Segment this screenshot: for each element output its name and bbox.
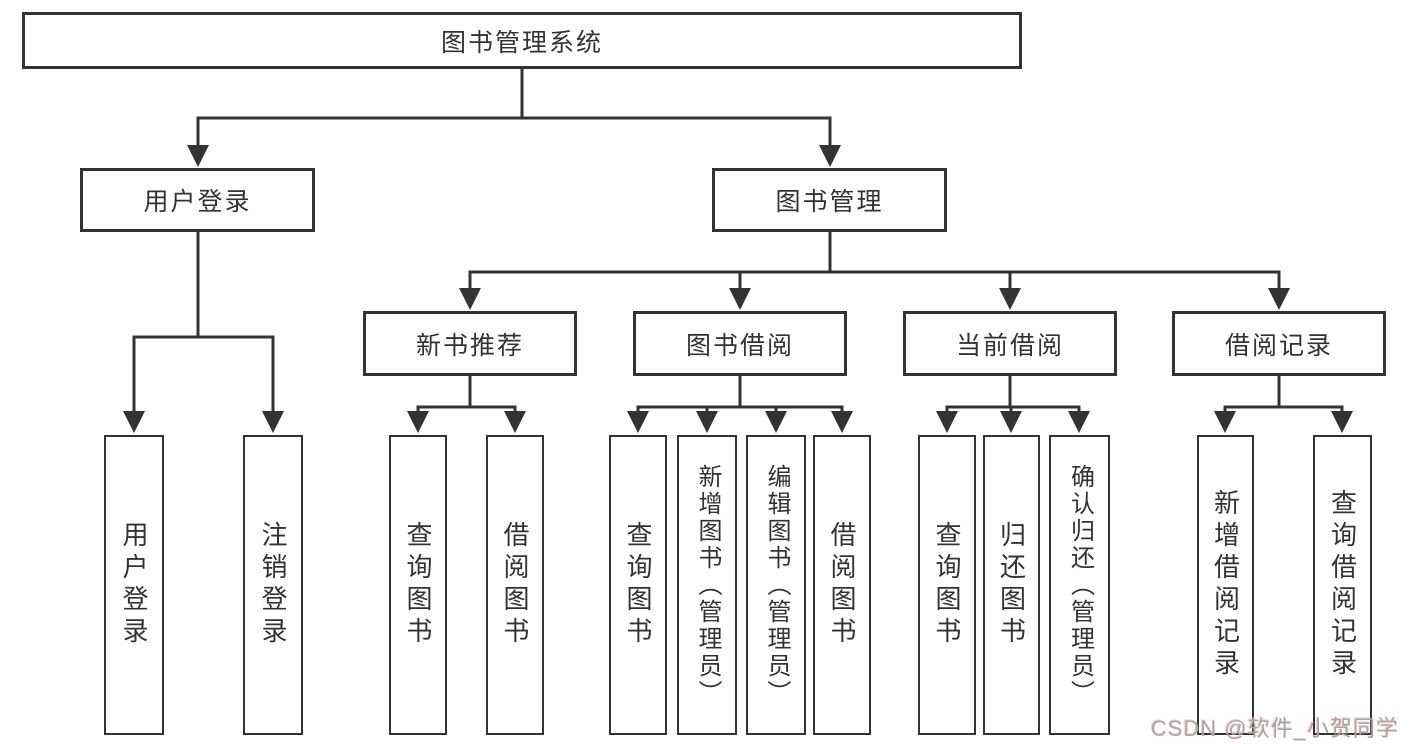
node-current-borrow: 当前借阅 xyxy=(903,311,1117,376)
arrowhead-down-icon xyxy=(459,288,481,310)
node-borrow-records: 借阅记录 xyxy=(1172,311,1386,376)
connector-current-borrow-to-leaves xyxy=(936,376,1090,433)
arrowhead-down-icon xyxy=(1000,411,1022,433)
arrowhead-down-icon xyxy=(123,411,145,433)
arrowhead-down-icon xyxy=(729,288,751,310)
node-new-book-recommend: 新书推荐 xyxy=(363,311,577,376)
node-root-library-system: 图书管理系统 xyxy=(22,12,1022,69)
leaf-confirm-return-admin: 确认归还（管理员） xyxy=(1049,435,1110,735)
leaf-logout: 注销登录 xyxy=(243,435,303,735)
arrowhead-down-icon xyxy=(407,411,429,433)
arrowhead-down-icon xyxy=(936,411,958,433)
arrowhead-down-icon xyxy=(999,288,1021,310)
leaf-borrow-books-1: 借阅图书 xyxy=(486,435,544,735)
arrowhead-down-icon xyxy=(504,411,526,433)
connector-book-borrow-to-leaves xyxy=(627,376,853,433)
leaf-add-book-admin: 新增图书（管理员） xyxy=(677,435,737,735)
connector-line xyxy=(636,376,844,413)
leaf-user-login: 用户登录 xyxy=(104,435,164,735)
leaf-query-borrow-record: 查询借阅记录 xyxy=(1313,435,1372,735)
connector-line xyxy=(945,376,1081,413)
connector-user-login-to-leaves xyxy=(123,232,284,433)
arrowhead-down-icon xyxy=(187,145,209,167)
node-book-borrow: 图书借阅 xyxy=(633,311,847,376)
arrowhead-down-icon xyxy=(831,411,853,433)
connector-new-book-to-leaves xyxy=(407,376,526,433)
leaf-query-books-1: 查询图书 xyxy=(389,435,447,735)
arrowhead-down-icon xyxy=(1068,411,1090,433)
arrowhead-down-icon xyxy=(262,411,284,433)
connector-line xyxy=(1223,376,1344,413)
connector-line xyxy=(416,376,517,413)
arrowhead-down-icon xyxy=(765,411,787,433)
connector-line xyxy=(196,68,832,147)
arrowhead-down-icon xyxy=(696,411,718,433)
leaf-return-book: 归还图书 xyxy=(983,435,1040,735)
connector-line xyxy=(132,232,275,413)
connector-book-management-to-level3 xyxy=(459,232,1290,310)
arrowhead-down-icon xyxy=(627,411,649,433)
leaf-query-books-2: 查询图书 xyxy=(609,435,667,735)
connector-borrow-records-to-leaves xyxy=(1214,376,1353,433)
arrowhead-down-icon xyxy=(1331,411,1353,433)
node-user-login: 用户登录 xyxy=(80,168,315,232)
connector-root-to-level2 xyxy=(187,68,841,167)
arrowhead-down-icon xyxy=(1268,288,1290,310)
leaf-add-borrow-record: 新增借阅记录 xyxy=(1197,435,1254,735)
arrowhead-down-icon xyxy=(819,145,841,167)
connector-line xyxy=(468,232,1281,291)
leaf-borrow-books-2: 借阅图书 xyxy=(813,435,871,735)
arrowhead-down-icon xyxy=(1214,411,1236,433)
leaf-edit-book-admin: 编辑图书（管理员） xyxy=(746,435,806,735)
leaf-query-books-3: 查询图书 xyxy=(918,435,976,735)
csdn-watermark: CSDN @软件_小贺同学 xyxy=(1150,716,1399,741)
node-book-management: 图书管理 xyxy=(712,168,947,232)
